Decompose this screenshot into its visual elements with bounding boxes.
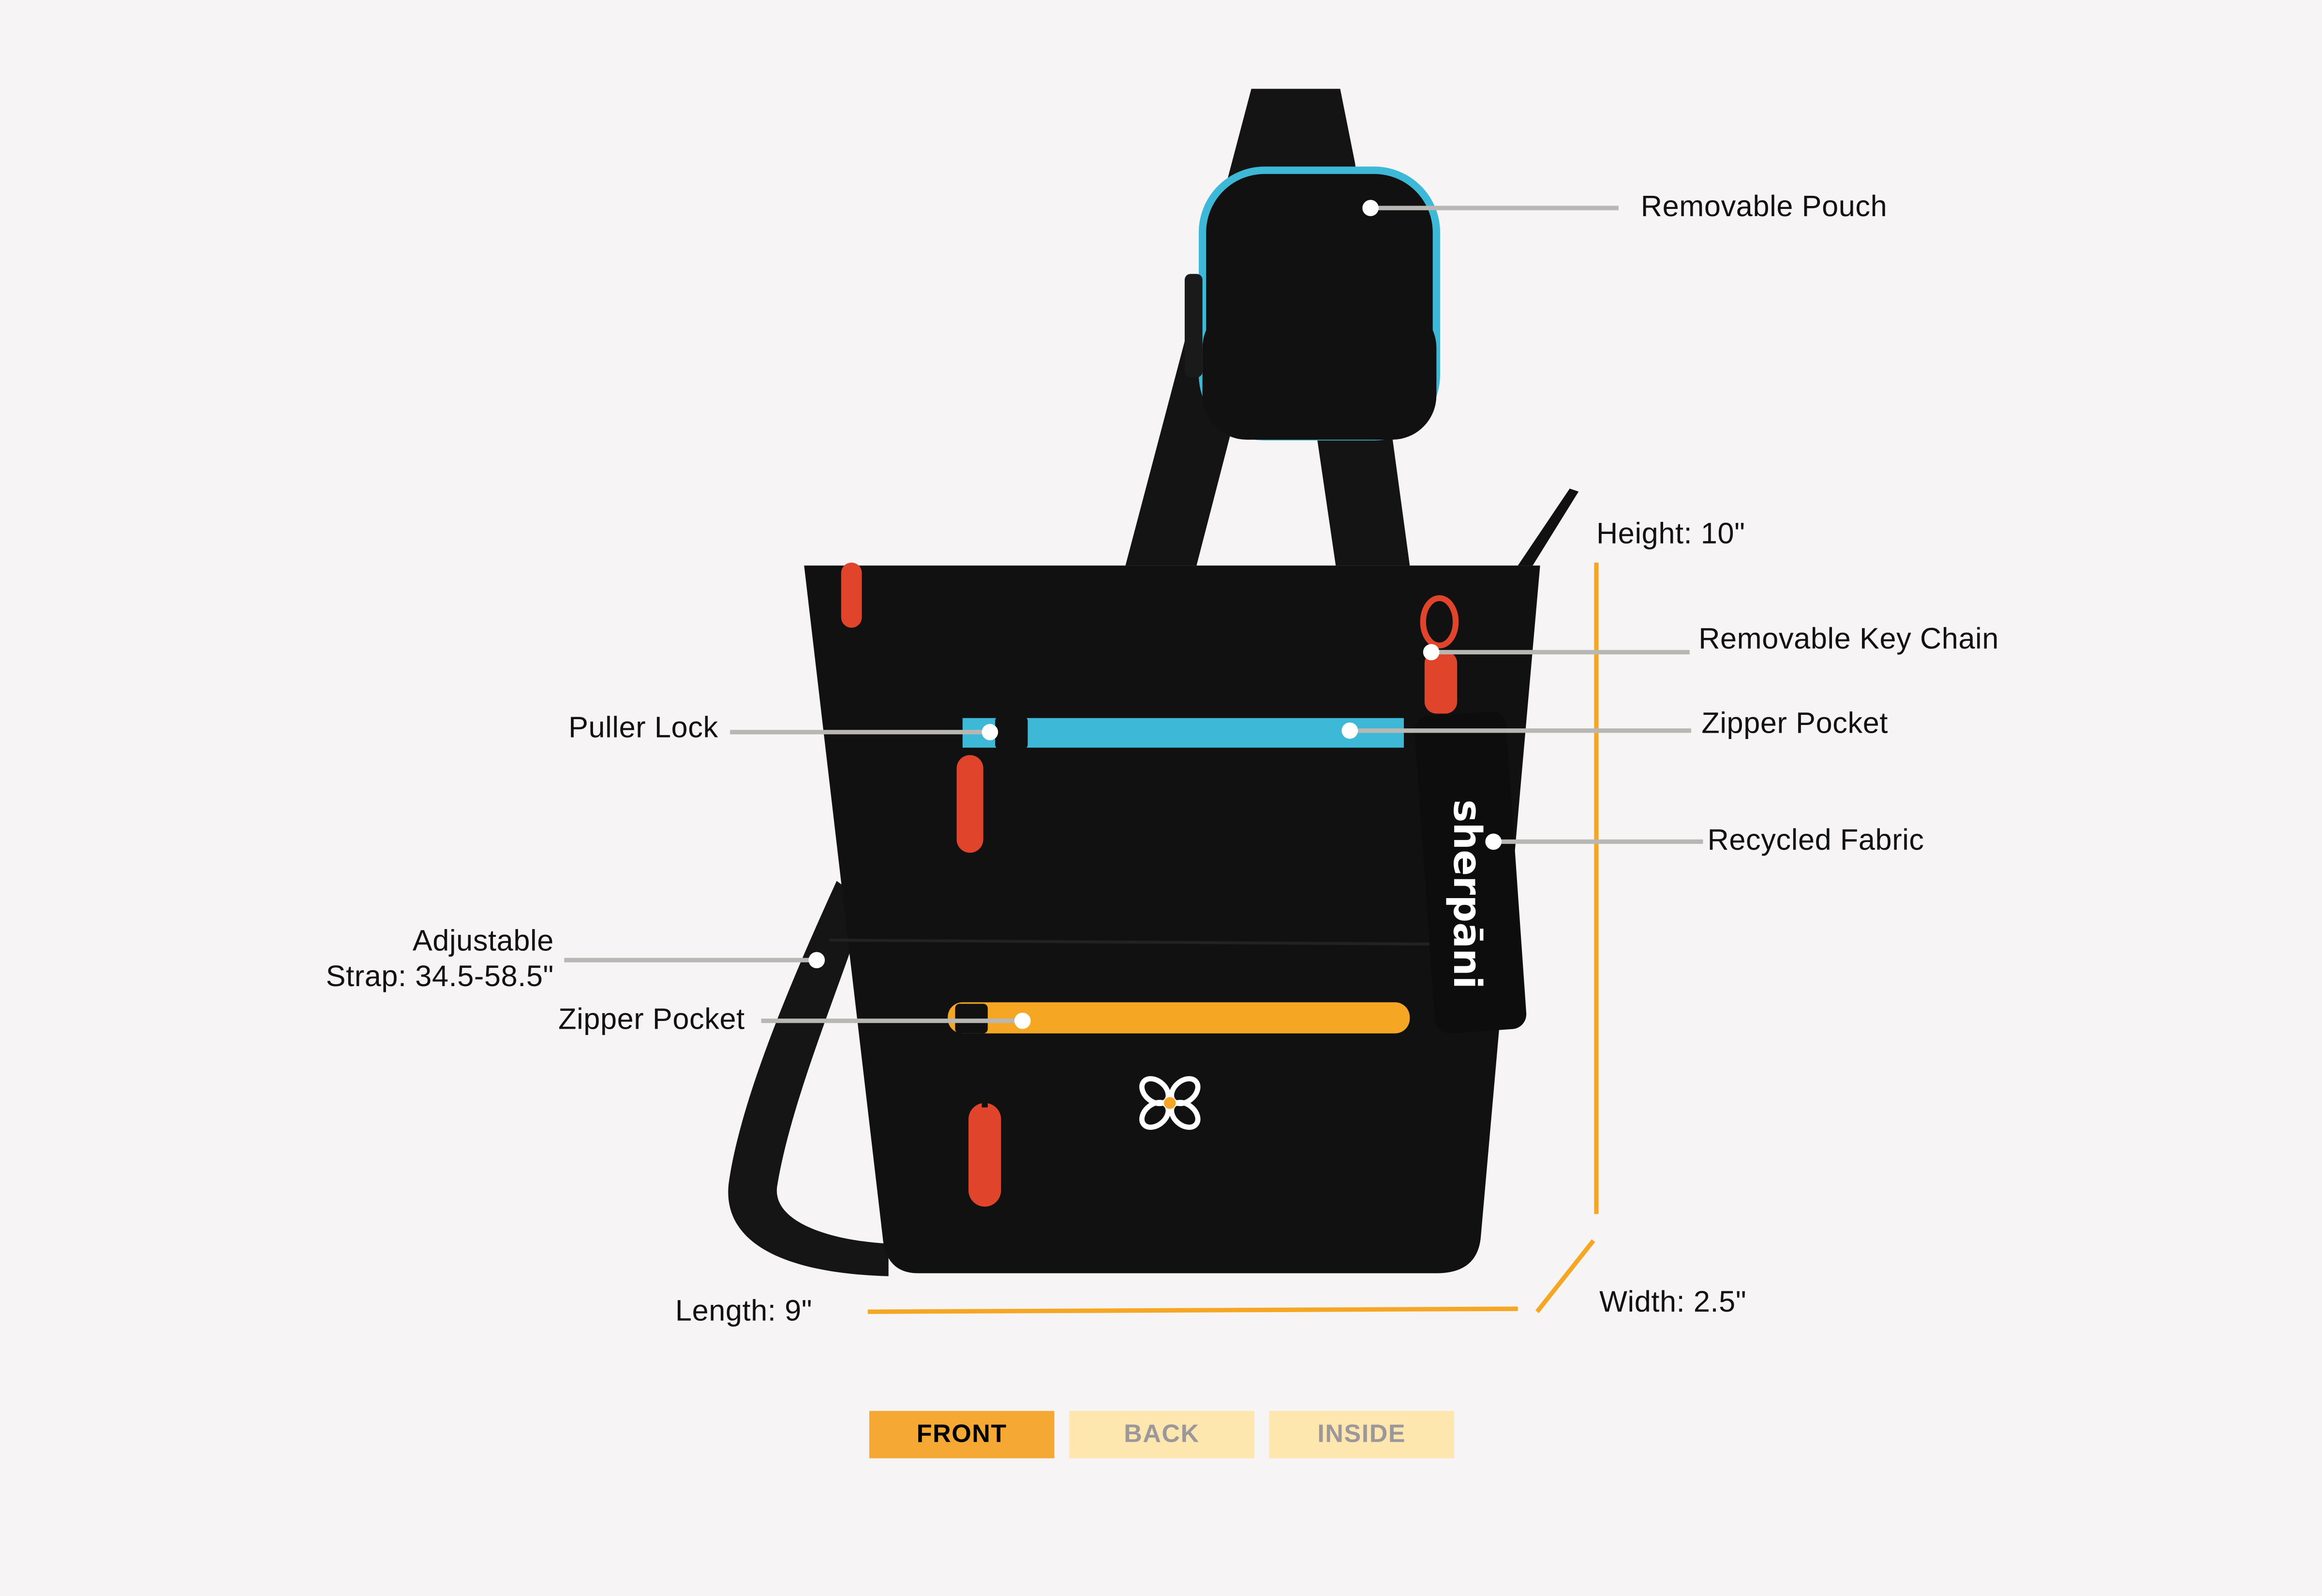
pouch-lower	[1202, 303, 1437, 440]
label-zipper-pocket-front: Zipper Pocket	[1701, 708, 1889, 740]
brand-logo	[1139, 1076, 1201, 1130]
label-puller-lock: Puller Lock	[568, 712, 718, 745]
top-zipper-pull	[1518, 488, 1579, 566]
blue-zipper	[962, 718, 1404, 748]
label-removable-key-chain: Removable Key Chain	[1698, 623, 1999, 656]
keychain-ring	[1420, 595, 1459, 649]
callout-line-zipper-front	[1349, 728, 1691, 733]
lower-strap	[728, 881, 889, 1276]
label-adjustable-strap-line2: Strap: 34.5-58.5"	[326, 961, 554, 994]
puller-lock	[995, 716, 1028, 749]
callout-dot-keychain	[1423, 644, 1440, 661]
label-removable-pouch: Removable Pouch	[1640, 191, 1888, 224]
callout-line-keychain	[1430, 650, 1690, 655]
orange-zipper-puller	[968, 1103, 1001, 1207]
top-puller	[841, 562, 862, 628]
label-height: Height: 10"	[1596, 518, 1745, 551]
tab-inside[interactable]: INSIDE	[1269, 1411, 1455, 1459]
callout-line-pouch	[1369, 206, 1619, 210]
callout-dot-fabric	[1485, 833, 1502, 850]
callout-line-strap	[564, 958, 816, 962]
width-dimension-line	[1535, 1239, 1595, 1314]
keychain-text: sherpāni	[1445, 799, 1490, 989]
callout-line-puller	[730, 730, 989, 735]
callout-line-zipper-lower	[761, 1019, 1022, 1023]
pouch-clip	[1184, 274, 1203, 378]
label-recycled-fabric: Recycled Fabric	[1707, 825, 1924, 857]
callout-line-fabric	[1492, 839, 1703, 844]
label-width: Width: 2.5"	[1599, 1286, 1747, 1319]
callout-dot-zipper-front	[1341, 722, 1358, 739]
label-adjustable-strap-line1: Adjustable	[412, 925, 554, 958]
keychain-strap	[1414, 711, 1527, 1034]
callout-dot-pouch	[1362, 200, 1379, 216]
callout-dot-zipper-lower	[1014, 1012, 1031, 1029]
pocket-seam	[829, 938, 1503, 946]
label-zipper-pocket-lower: Zipper Pocket	[558, 1004, 745, 1036]
view-tabs: FRONT BACK INSIDE	[869, 1411, 1455, 1459]
label-length: Length: 9"	[675, 1295, 813, 1328]
orange-zipper	[948, 1002, 1410, 1034]
callout-dot-strap	[808, 952, 825, 969]
keychain-clip	[1424, 651, 1458, 714]
blue-zipper-puller	[956, 755, 983, 853]
tab-back[interactable]: BACK	[1069, 1411, 1254, 1459]
tab-front[interactable]: FRONT	[869, 1411, 1055, 1459]
callout-dot-puller	[982, 724, 998, 740]
length-dimension-line	[867, 1306, 1518, 1314]
